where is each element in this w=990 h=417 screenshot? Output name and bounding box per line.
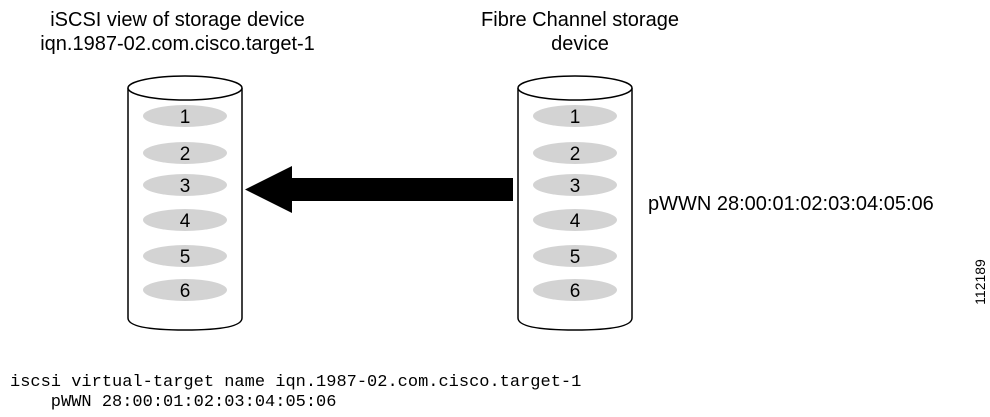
fc-lun-6-label: 6 — [570, 281, 581, 302]
config-command-line2: pWWN 28:00:01:02:03:04:05:06 — [10, 393, 337, 412]
fc-lun-1-label: 1 — [570, 107, 581, 128]
fc-lun-5-disk — [533, 245, 617, 267]
iscsi-lun-5-label: 5 — [180, 247, 191, 268]
mapping-arrow — [245, 166, 513, 213]
mapping-arrow-shaft — [290, 178, 513, 201]
iscsi-lun-1-label: 1 — [180, 107, 191, 128]
iscsi-view-title: iSCSI view of storage device iqn.1987-02… — [0, 8, 355, 56]
iscsi-lun-3-disk — [143, 174, 227, 196]
iscsi-view-title-line2: iqn.1987-02.com.cisco.target-1 — [40, 33, 315, 55]
iscsi-lun-2-label: 2 — [180, 144, 191, 165]
fc-lun-4-label: 4 — [570, 211, 581, 232]
fc-device-title-line2: device — [551, 33, 609, 55]
iscsi-lun-2-disk — [143, 142, 227, 164]
fc-storage-cylinder: 1 2 3 4 5 6 — [517, 75, 633, 331]
iscsi-view-title-line1: iSCSI view of storage device — [50, 9, 305, 31]
fc-lun-6-disk — [533, 279, 617, 301]
fc-lun-4-disk — [533, 209, 617, 231]
fc-lun-1-disk — [533, 105, 617, 127]
fc-lun-5-label: 5 — [570, 247, 581, 268]
fc-lun-3-label: 3 — [570, 176, 581, 197]
iscsi-lun-3-label: 3 — [180, 176, 191, 197]
iscsi-lun-6-disk — [143, 279, 227, 301]
mapping-arrow-head — [245, 166, 292, 213]
iscsi-lun-5-disk — [143, 245, 227, 267]
fc-device-title: Fibre Channel storage device — [450, 8, 710, 56]
iscsi-storage-cylinder: 1 2 3 4 5 6 — [127, 75, 243, 331]
fc-cylinder-top — [517, 75, 633, 101]
iscsi-lun-4-disk — [143, 209, 227, 231]
config-command-line1: iscsi virtual-target name iqn.1987-02.co… — [10, 373, 582, 392]
fc-lun-2-label: 2 — [570, 144, 581, 165]
iscsi-cylinder-top — [127, 75, 243, 101]
iscsi-lun-4-label: 4 — [180, 211, 191, 232]
fc-lun-2-disk — [533, 142, 617, 164]
iscsi-lun-6-label: 6 — [180, 281, 191, 302]
fc-device-title-line1: Fibre Channel storage — [481, 9, 679, 31]
fc-lun-3-disk — [533, 174, 617, 196]
figure-id: 112189 — [972, 259, 988, 305]
pwwn-label: pWWN 28:00:01:02:03:04:05:06 — [648, 193, 934, 215]
iscsi-lun-1-disk — [143, 105, 227, 127]
